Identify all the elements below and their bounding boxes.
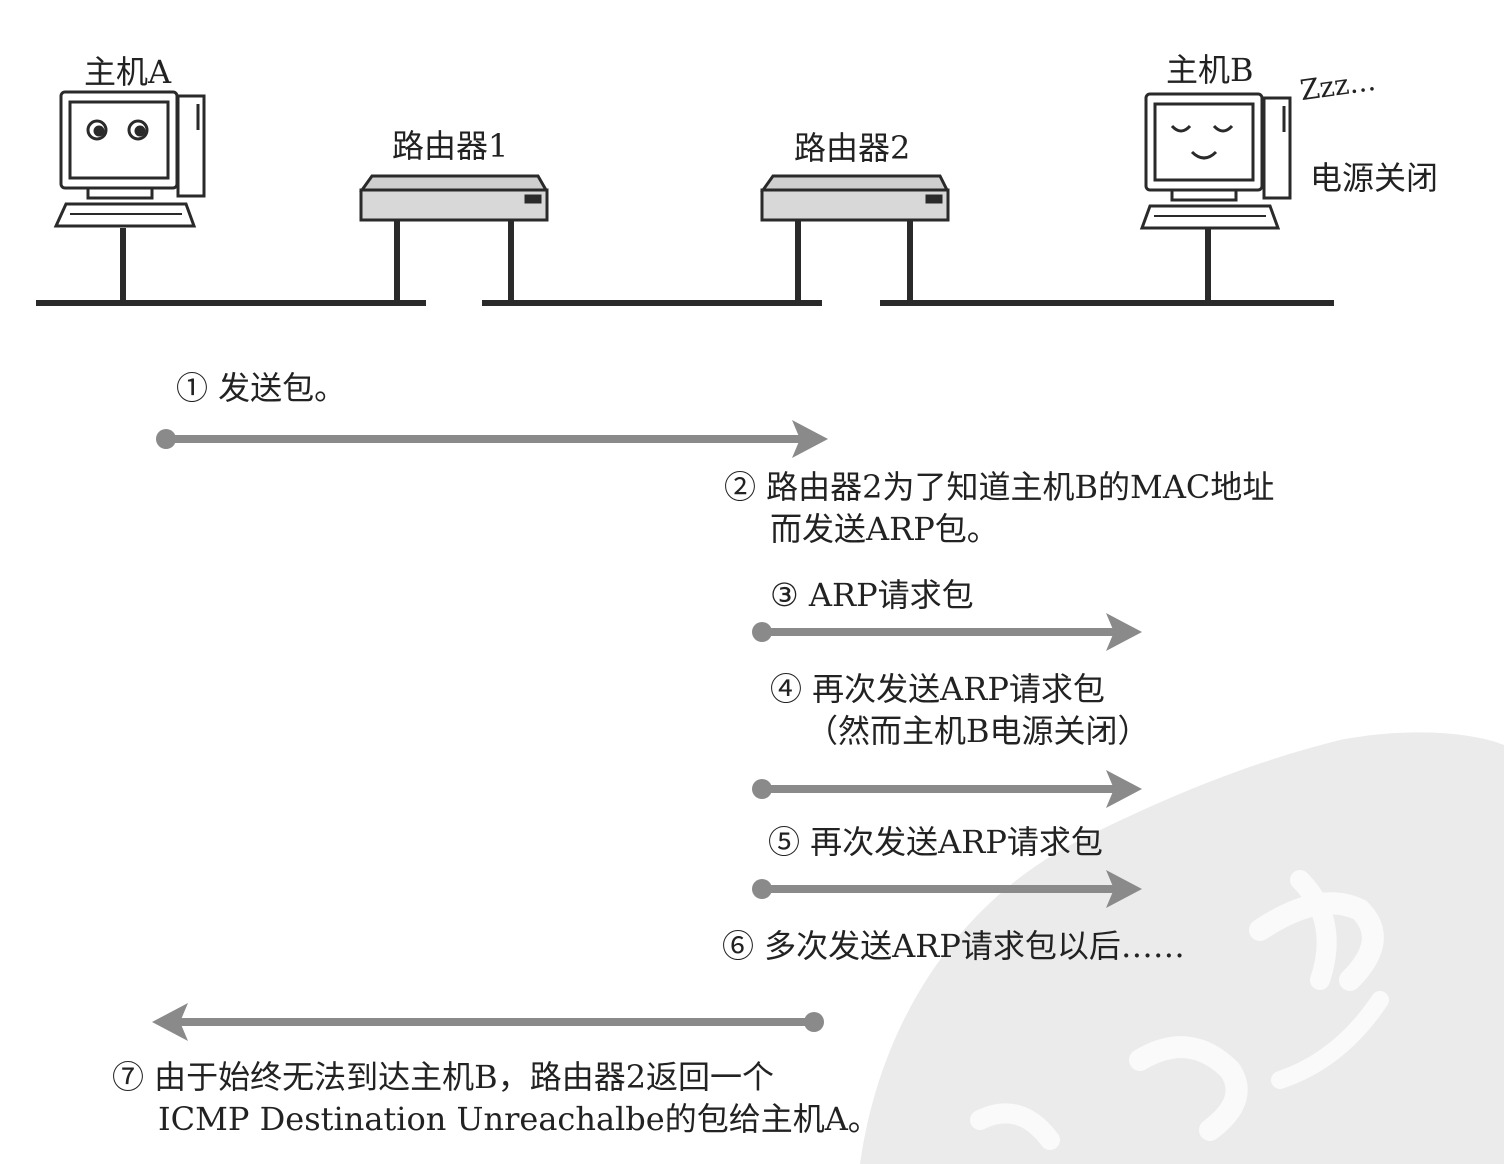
arrow-step-5 xyxy=(752,870,1142,908)
host-b-label: 主机B xyxy=(1166,51,1254,89)
step-3-label: ③ ARP请求包 xyxy=(770,576,974,614)
step-4-label-line-1: ④ 再次发送ARP请求包 xyxy=(770,670,1105,708)
arrow-step-4 xyxy=(752,770,1142,808)
step-5-label: ⑤ 再次发送ARP请求包 xyxy=(768,823,1103,861)
host-b-computer-icon xyxy=(1139,92,1292,230)
host-b-mouth xyxy=(1190,150,1218,160)
arrow-step-7 xyxy=(152,1003,824,1041)
arrow-step-3 xyxy=(752,613,1142,651)
router-1-icon xyxy=(359,174,549,222)
step-6-label: ⑥ 多次发送ARP请求包以后…… xyxy=(722,927,1185,965)
network-cable xyxy=(36,218,1334,306)
step-2-label-line-1: ② 路由器2为了知道主机B的MAC地址 xyxy=(724,468,1275,506)
host-b-eye-left xyxy=(1170,124,1192,133)
step-1-label: ① 发送包。 xyxy=(176,369,347,407)
step-7-label-line-1: ⑦ 由于始终无法到达主机B，路由器2返回一个 xyxy=(112,1058,775,1096)
watermark xyxy=(860,732,1504,1164)
host-a-label: 主机A xyxy=(84,53,172,91)
host-a-computer-icon xyxy=(53,90,206,228)
router-1-label: 路由器1 xyxy=(392,127,509,165)
router-2-icon xyxy=(760,174,950,222)
host-b-power-off-label: 电源关闭 xyxy=(1310,159,1439,197)
router-2-label: 路由器2 xyxy=(794,129,911,167)
arrow-step-1 xyxy=(156,420,828,458)
step-4-label-line-2: （然而主机B电源关闭） xyxy=(806,712,1150,750)
step-2-label-line-2: 而发送ARP包。 xyxy=(770,510,999,548)
step-7-label-line-2: ICMP Destination Unreachalbe的包给主机A。 xyxy=(158,1100,880,1138)
host-b-eye-right xyxy=(1212,124,1234,133)
